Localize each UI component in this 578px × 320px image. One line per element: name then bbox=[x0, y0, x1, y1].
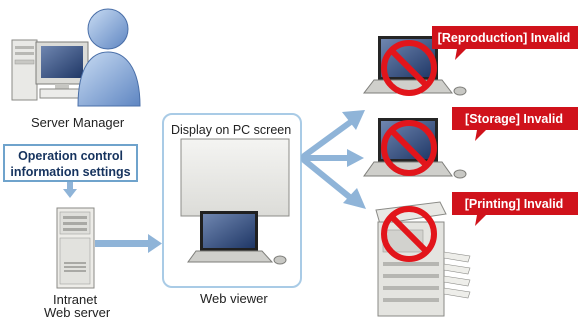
callout-storage: [Storage] Invalid bbox=[452, 107, 578, 141]
desktop-pc-icon bbox=[11, 39, 95, 101]
callout-reproduction: [Reproduction] Invalid bbox=[432, 26, 578, 60]
web-server-tower-icon bbox=[56, 207, 95, 289]
viewer-laptop-icon bbox=[187, 211, 287, 265]
callout-printing-label: [Printing] Invalid bbox=[465, 197, 564, 211]
down-arrow-icon bbox=[63, 182, 77, 198]
settings-line-1: Operation control bbox=[18, 149, 123, 163]
web-viewer-label: Web viewer bbox=[200, 291, 268, 306]
intranet-label: Intranet bbox=[53, 292, 98, 307]
operation-control-settings-box: Operation control information settings bbox=[3, 144, 138, 182]
server-to-viewer-arrow bbox=[95, 234, 162, 253]
prohibition-icon bbox=[381, 206, 437, 262]
display-on-pc-screen-label: Display on PC screen bbox=[171, 123, 292, 137]
prohibition-icon bbox=[381, 120, 437, 176]
web-server-label: Web server bbox=[44, 305, 111, 320]
callout-reproduction-label: [Reproduction] Invalid bbox=[438, 31, 571, 45]
web-viewer-panel bbox=[162, 113, 302, 288]
server-manager-label: Server Manager bbox=[31, 115, 125, 130]
laptop-storage-icon bbox=[363, 118, 467, 179]
settings-line-2: information settings bbox=[10, 165, 131, 179]
server-manager-group bbox=[11, 8, 141, 107]
branch-arrows bbox=[301, 110, 366, 209]
user-person-icon bbox=[77, 8, 141, 107]
callout-storage-label: [Storage] Invalid bbox=[465, 112, 563, 126]
callout-printing: [Printing] Invalid bbox=[452, 192, 578, 226]
prohibition-icon bbox=[381, 40, 437, 96]
